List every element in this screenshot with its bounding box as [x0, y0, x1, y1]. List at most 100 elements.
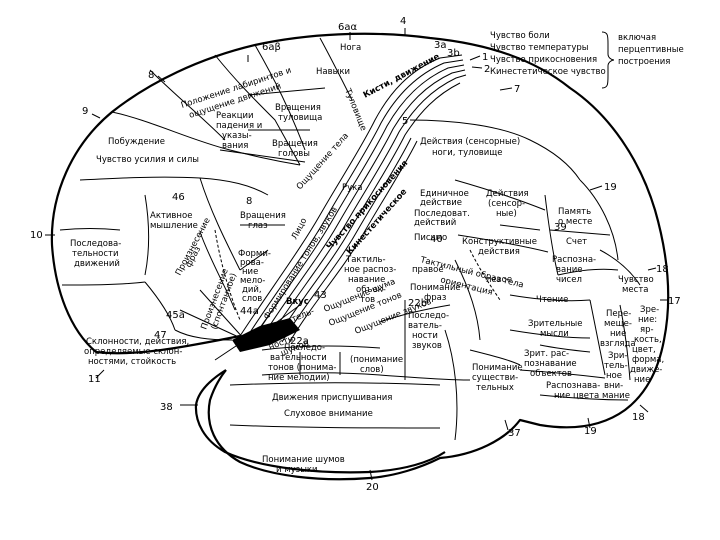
region-label: Движения приспушивания [272, 393, 392, 403]
region-label: ное [606, 371, 622, 381]
area-number: 1 [482, 52, 488, 63]
region-label: Тактиль- [345, 255, 386, 265]
region-label: Понимание [472, 363, 523, 373]
area-number: 18 [632, 412, 645, 423]
region-label: существи- [472, 373, 518, 383]
brain-outline [50, 32, 670, 481]
region-label: Склонности, действия, [86, 337, 189, 347]
region-label: дий, [242, 285, 262, 295]
region-label: Счет [566, 237, 587, 247]
region-label: Чтение [536, 295, 568, 305]
legend-note: построения [618, 57, 670, 67]
region-label: ное распоз- [344, 265, 396, 275]
region-label: мысли [540, 329, 569, 339]
region-label: Реакции [216, 111, 254, 121]
legend-note: включая [618, 33, 656, 43]
legend-note: перцептивные [618, 45, 684, 55]
area-number-ticks [45, 28, 668, 481]
area-number: 10 [30, 230, 43, 241]
region-label: туловища [278, 113, 322, 123]
region-label: мышление [150, 221, 198, 231]
region-label: Вращения [240, 211, 286, 221]
region-label: яр- [640, 325, 654, 335]
region-label: Действия (сенсорные) [420, 137, 520, 147]
region-label: Действия [486, 189, 529, 199]
region-label: Понимание шумов [262, 455, 345, 465]
region-label: слов [242, 294, 262, 304]
area-number: 18 [656, 264, 669, 275]
region-label: действий [414, 218, 456, 228]
region-label: Рука [342, 183, 363, 193]
region-label: движений [74, 259, 120, 269]
area-number: 3b [447, 48, 460, 59]
region-label: навание [348, 275, 385, 285]
region-label: Навыки [316, 67, 350, 77]
region-label: тель- [604, 361, 628, 371]
region-label: вательности [270, 353, 327, 363]
area-number: 43 [314, 290, 327, 301]
region-label: ние [242, 267, 258, 277]
region-label: действия [478, 247, 520, 257]
region-label: Распознава- [546, 381, 600, 391]
region-label: ности [412, 331, 438, 341]
region-label: (понимание [350, 355, 403, 365]
region-label: Письмо [414, 233, 447, 243]
region-label: о месте [558, 217, 592, 227]
region-label: форма, [632, 355, 664, 365]
region-label: цвет, [632, 345, 656, 355]
region-label: Вкус [286, 297, 309, 307]
area-number: 46 [172, 192, 185, 203]
area-number: 8 [246, 196, 252, 207]
legend-item: Чувство боли [490, 31, 550, 41]
area-number: 19 [584, 426, 597, 437]
region-label: ноги, туловище [432, 148, 503, 158]
region-label: Распозна- [552, 255, 596, 265]
region-label: ние цвета [554, 391, 599, 401]
region-label: падения и [216, 121, 262, 131]
region-label: фраз [424, 293, 447, 303]
region-label: вания [222, 141, 248, 151]
region-label: тонов (понима- [268, 363, 336, 373]
area-number: 5 [402, 116, 408, 127]
region-label: взгляда [600, 339, 636, 349]
region-label: Чувство усилия и силы [96, 155, 199, 165]
region-label: Зре- [640, 305, 659, 315]
area-number: 44a [240, 306, 259, 317]
region-label: Зрительные [528, 319, 583, 329]
area-number: 22b [408, 298, 427, 309]
region-label: Зри- [608, 351, 627, 361]
region-label: и музыки [276, 465, 318, 475]
region-label: вание [556, 265, 583, 275]
region-label: действие [420, 198, 462, 208]
region-label: тельности [72, 249, 119, 259]
area-number: 20 [366, 482, 379, 493]
region-label: слов) [360, 365, 384, 375]
region-label: Нога [340, 43, 361, 53]
region-label: меще- [604, 319, 632, 329]
area-number: 38 [160, 402, 173, 413]
region-label: Память [558, 207, 591, 217]
region-label: Последоват. [414, 209, 470, 219]
area-number: 4 [400, 16, 406, 27]
region-label: ние [634, 375, 650, 385]
region-label: указы- [222, 131, 252, 141]
region-label: Последо- [284, 343, 325, 353]
area-number: 8 [148, 70, 154, 81]
area-number: 45a [166, 310, 185, 321]
legend-item: Чувство температуры [490, 43, 588, 53]
region-label: познавание [524, 359, 577, 369]
region-label: Понимание [410, 283, 461, 293]
area-number: 17 [668, 296, 681, 307]
region-label: вни- [604, 381, 623, 391]
region-label: Последова- [70, 239, 121, 249]
area-number: 40 [430, 234, 443, 245]
region-label: (сенсор- [488, 199, 525, 209]
fiber-hub [232, 318, 300, 352]
region-label: кость, [634, 335, 662, 345]
area-number: 37 [508, 428, 521, 439]
region-label: левое [486, 275, 512, 285]
region-label: определяемые склон- [84, 347, 182, 357]
legend-item: Кинестетическое чувство [490, 67, 606, 77]
region-label: Вращения [272, 139, 318, 149]
